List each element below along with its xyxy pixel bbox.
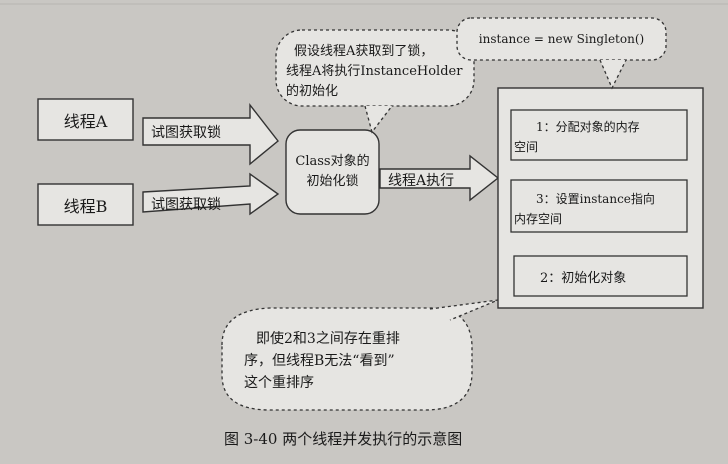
step3-line-2: 内存空间 bbox=[514, 212, 563, 226]
class-lock-line-1: Class对象的 bbox=[295, 154, 370, 169]
top-callout-line-1: 假设线程A获取到了锁， bbox=[294, 44, 434, 59]
step1-line-1: 1：分配对象的内存 bbox=[536, 120, 640, 134]
thread-b-box bbox=[37, 183, 134, 226]
code-callout-text: instance = new Singleton() bbox=[478, 32, 645, 46]
arrow-a-to-lock bbox=[142, 102, 279, 166]
step1-box bbox=[510, 109, 688, 161]
bottom-callout-line-2: 序，但线程B无法“看到” bbox=[244, 353, 395, 369]
thread-b-label: 线程B bbox=[63, 197, 108, 216]
figure-caption: 图 3-40 两个线程并发执行的示意图 bbox=[224, 430, 463, 448]
class-lock-line-2: 初始化锁 bbox=[306, 174, 359, 189]
edge-a-label: 试图获取锁 bbox=[151, 125, 221, 141]
edge-b-label: 试图获取锁 bbox=[151, 197, 221, 213]
top-callout-line-2: 线程A将执行InstanceHolder bbox=[286, 64, 463, 79]
edge-exec-label: 线程A执行 bbox=[388, 173, 455, 189]
bottom-callout-line-1: 即使2和3之间存在重排 bbox=[256, 331, 400, 347]
arrow-b-to-lock bbox=[142, 172, 280, 216]
step2-label: 2：初始化对象 bbox=[540, 271, 627, 286]
class-lock-box bbox=[285, 129, 380, 215]
step3-line-1: 3：设置instance指向 bbox=[536, 192, 655, 206]
step3-box bbox=[510, 179, 688, 233]
thread-a-label: 线程A bbox=[63, 112, 108, 131]
step2-box bbox=[513, 255, 688, 297]
step1-line-2: 空间 bbox=[514, 140, 539, 154]
arrow-lock-to-exec bbox=[379, 154, 500, 202]
bottom-callout-line-3: 这个重排序 bbox=[244, 375, 314, 391]
code-callout bbox=[456, 17, 667, 61]
thread-a-box bbox=[37, 98, 134, 141]
top-callout-line-3: 的初始化 bbox=[286, 84, 339, 99]
bottom-callout bbox=[221, 307, 473, 411]
